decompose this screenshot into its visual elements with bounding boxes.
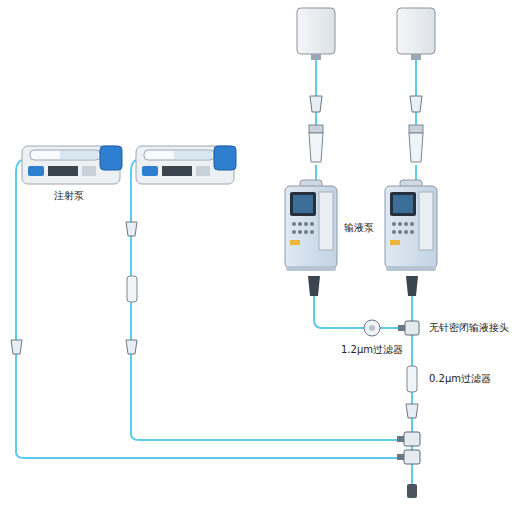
part-label: 1.2μm过滤器	[340, 344, 404, 356]
part-label: 注射泵	[53, 190, 85, 202]
roller-clamp	[11, 96, 422, 418]
syringe-pump	[22, 146, 122, 184]
drip-chamber	[309, 125, 423, 162]
infusion-pump	[285, 180, 437, 296]
part-label: 无针密闭输液接头	[428, 322, 510, 334]
filter	[127, 276, 417, 392]
part-label: 0.2μm过滤器	[428, 373, 492, 385]
infusion-bag	[297, 8, 435, 60]
part-label: 输液泵	[343, 222, 375, 234]
syringe-pump	[136, 146, 236, 184]
tubing	[16, 58, 416, 490]
